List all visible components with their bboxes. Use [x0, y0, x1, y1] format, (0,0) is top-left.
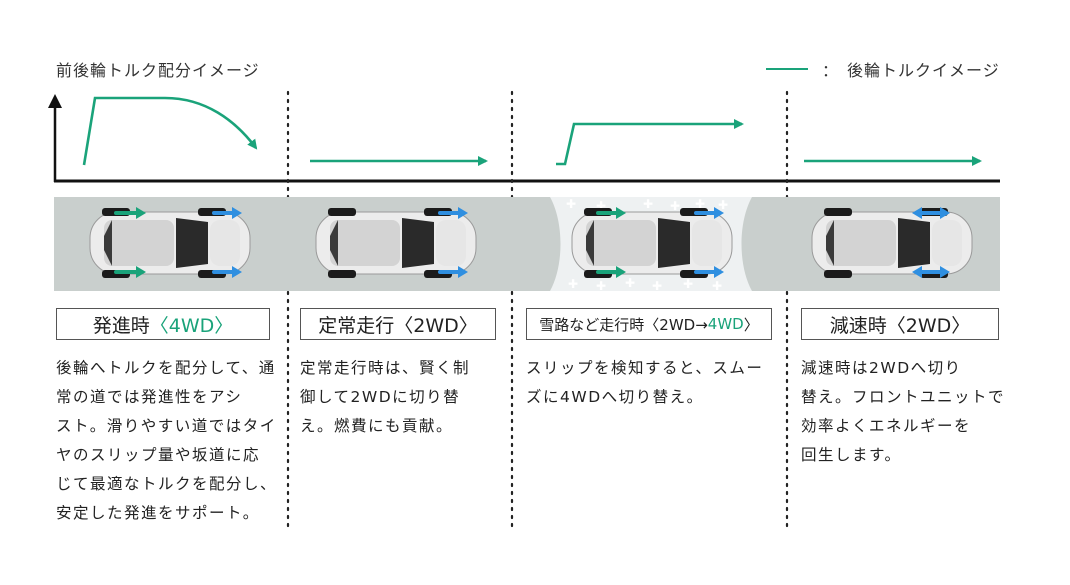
- car-snow: [571, 208, 733, 278]
- car-decel: [811, 208, 973, 278]
- legend-colon: ：: [822, 61, 840, 80]
- svg-text:✚: ✚: [718, 198, 728, 212]
- description-decel: 減速時は2WDへ切り 替え。フロントユニットで 効率よくエネルギーを 回生します…: [801, 354, 1005, 470]
- svg-text:✚: ✚: [625, 276, 635, 290]
- legend: ： 後輪トルクイメージ: [766, 57, 1000, 81]
- chart-title: 前後輪トルク配分イメージ: [56, 61, 260, 80]
- desc-line: 定常走行時は、賢く制: [300, 359, 471, 377]
- section-dividers: [286, 90, 789, 532]
- torque-curve-start: [82, 96, 258, 166]
- mode-drive: 〈2WD〉: [394, 314, 478, 337]
- car-start: [89, 208, 251, 278]
- description-start: 後輪へトルクを配分して、通 常の道では発進性をアシ スト。滑りやすい道ではタイ …: [56, 354, 277, 528]
- svg-text:✚: ✚: [596, 199, 606, 213]
- desc-line: 減速時は2WDへ切り: [801, 359, 962, 377]
- svg-text:✚: ✚: [568, 277, 578, 291]
- svg-text:✚: ✚: [566, 197, 576, 211]
- desc-line: ヤのスリップ量や坂道に応: [56, 446, 261, 464]
- mode-drive-4wd: 4WD: [707, 315, 744, 333]
- desc-line: 替え。フロントユニットで: [801, 388, 1006, 406]
- mode-drive-post: 〉: [743, 315, 759, 334]
- mode-drive: 〈2WD〉: [886, 314, 971, 337]
- legend-line-swatch: [766, 68, 808, 70]
- svg-text:✚: ✚: [712, 279, 722, 293]
- mode-label-decel: 減速時〈2WD〉: [801, 308, 999, 340]
- desc-line: 常の道では発進性をアシ: [56, 388, 243, 406]
- mode-label-steady: 定常走行〈2WD〉: [300, 308, 496, 340]
- desc-line: 効率よくエネルギーを: [801, 417, 972, 435]
- desc-line: 回生します。: [801, 446, 902, 464]
- car-steady: [315, 208, 477, 278]
- svg-text:✚: ✚: [652, 279, 662, 293]
- desc-line: 御して2WDに切り替: [300, 388, 461, 406]
- mode-title: 定常走行: [318, 314, 395, 337]
- mode-title: 発進時: [92, 314, 150, 337]
- svg-text:✚: ✚: [596, 279, 606, 293]
- description-steady: 定常走行時は、賢く制 御して2WDに切り替 え。燃費にも貢献。: [300, 354, 470, 441]
- desc-line: じて最適なトルクを配分し、: [56, 475, 278, 493]
- y-axis-arrow-icon: [48, 94, 62, 108]
- svg-text:✚: ✚: [643, 197, 653, 211]
- desc-line: ズに4WDへ切り替え。: [526, 388, 704, 406]
- mode-title: 減速時: [829, 314, 887, 337]
- svg-text:✚: ✚: [695, 197, 705, 211]
- mode-label-start: 発進時〈4WD〉: [56, 308, 270, 340]
- desc-line: え。燃費にも貢献。: [300, 417, 454, 435]
- wheel-arrows: [114, 207, 950, 278]
- snowflakes: ✚ ✚ ✚ ✚ ✚ ✚ ✚ ✚ ✚ ✚ ✚ ✚: [566, 197, 728, 293]
- svg-text:✚: ✚: [670, 199, 680, 213]
- desc-line: スト。滑りやすい道ではタイ: [56, 417, 277, 435]
- desc-line: 後輪へトルクを配分して、通: [56, 359, 276, 377]
- desc-line: 安定した発進をサポート。: [56, 504, 260, 522]
- legend-label: 後輪トルクイメージ: [847, 61, 1000, 80]
- desc-line: スリップを検知すると、スムー: [526, 359, 764, 377]
- svg-text:✚: ✚: [683, 277, 693, 291]
- torque-curve-snow: [556, 119, 744, 166]
- mode-drive-pre: 〈2WD→: [644, 315, 708, 334]
- mode-label-snow: 雪路など走行時〈2WD→4WD〉: [526, 308, 772, 340]
- mode-title: 雪路など走行時: [539, 315, 645, 334]
- mode-drive: 〈4WD〉: [149, 314, 234, 337]
- description-snow: スリップを検知すると、スムー ズに4WDへ切り替え。: [526, 354, 763, 412]
